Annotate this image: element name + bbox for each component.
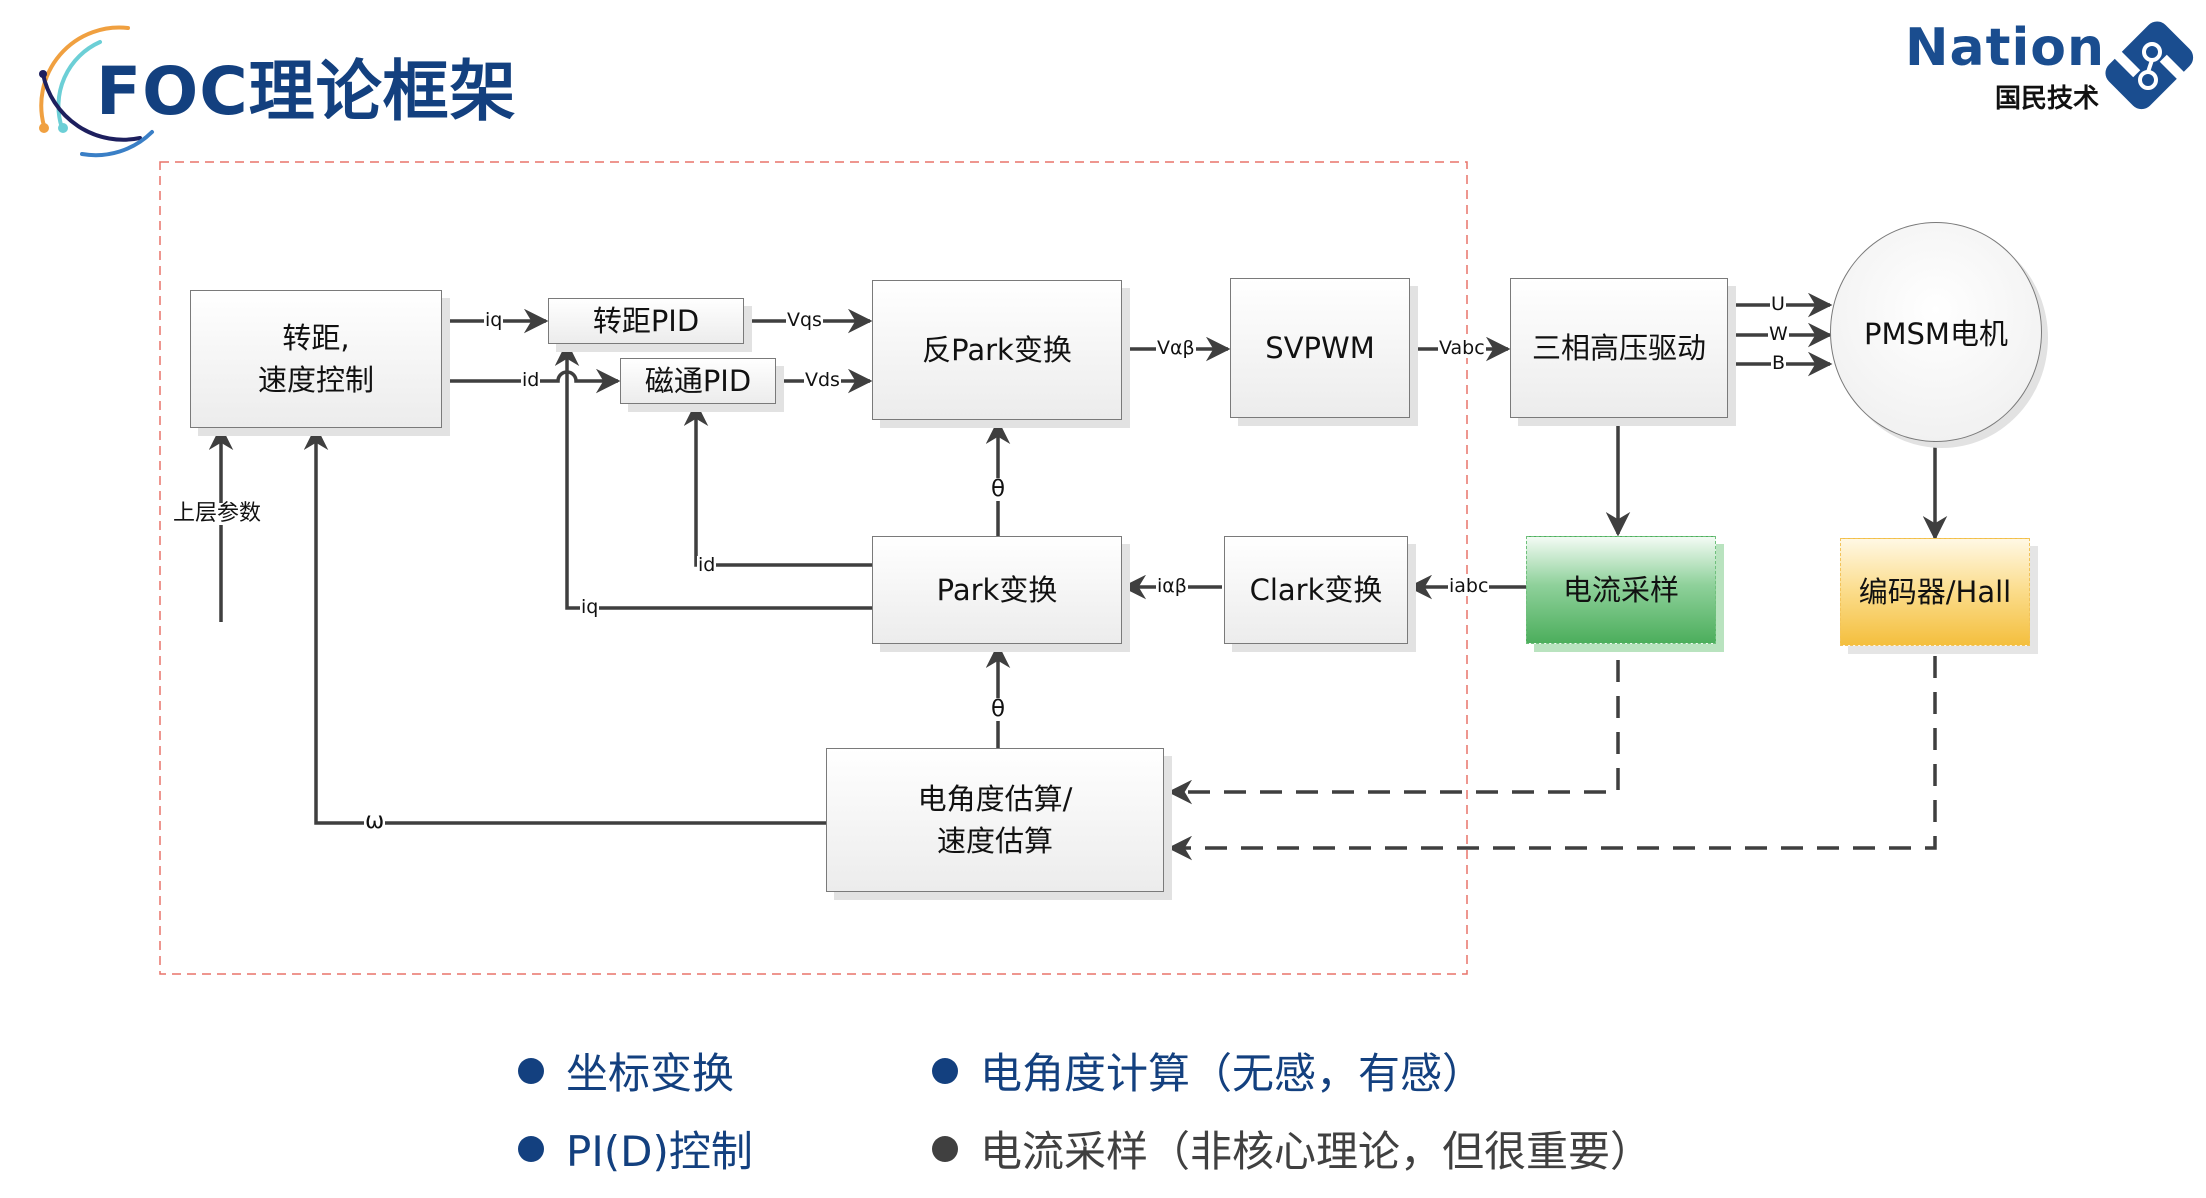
logo-brand-text: Nation bbox=[1905, 18, 2106, 78]
wire-sampling-to-estimator bbox=[1167, 660, 1620, 805]
page-title: FOC理论框架 bbox=[96, 53, 517, 130]
signal-phase-b: B bbox=[1771, 352, 1787, 374]
wire-omega bbox=[303, 425, 826, 825]
signal-phase-u: U bbox=[1770, 293, 1786, 315]
wire-id-feedback bbox=[683, 401, 872, 567]
block-pmsm-motor: PMSM电机 bbox=[1830, 222, 2042, 442]
bullet-coordinate-transform: 坐标变换 bbox=[518, 1040, 734, 1101]
block-park: Park变换 bbox=[872, 536, 1122, 644]
signal-id-ref: id bbox=[521, 369, 541, 391]
signal-iq-ref: iq bbox=[484, 309, 504, 331]
signal-omega: ω bbox=[364, 808, 386, 834]
wire-encoder-to-estimator bbox=[1167, 656, 1937, 861]
block-current-sampling: 电流采样 bbox=[1526, 536, 1716, 644]
title-decoration-arcs bbox=[39, 25, 154, 158]
bullet-current-sampling: 电流采样（非核心理论，但很重要） bbox=[932, 1118, 1652, 1179]
signal-v-alpha-beta: Vαβ bbox=[1156, 337, 1196, 359]
block-three-phase-driver: 三相高压驱动 bbox=[1510, 278, 1728, 418]
controller-boundary bbox=[159, 161, 1468, 975]
wire-iq-feedback bbox=[554, 341, 872, 610]
block-encoder-hall: 编码器/Hall bbox=[1840, 538, 2030, 646]
signal-i-abc: iabc bbox=[1448, 575, 1490, 597]
bullet-dot-icon bbox=[932, 1057, 958, 1084]
signal-upper-params: 上层参数 bbox=[172, 501, 263, 526]
signal-vqs: Vqs bbox=[786, 309, 823, 331]
block-angle-speed-estimator: 电角度估算/ 速度估算 bbox=[826, 748, 1164, 892]
bullet-pid-control: PI(D)控制 bbox=[518, 1118, 753, 1179]
signal-phase-w: W bbox=[1768, 323, 1789, 345]
nation-logo-icon bbox=[2105, 21, 2194, 110]
signal-id-feedback: id bbox=[697, 554, 717, 576]
signal-theta-park: θ bbox=[990, 696, 1007, 722]
block-svpwm: SVPWM bbox=[1230, 278, 1410, 418]
logo-subtitle: 国民技术 bbox=[1995, 84, 2100, 114]
signal-theta-inv-park: θ bbox=[990, 476, 1007, 502]
block-inverse-park: 反Park变换 bbox=[872, 280, 1122, 420]
bullet-dot-icon bbox=[518, 1057, 544, 1084]
block-flux-pid: 磁通PID bbox=[620, 358, 776, 404]
signal-i-alpha-beta: iαβ bbox=[1156, 575, 1188, 597]
block-torque-pid: 转距PID bbox=[548, 298, 744, 344]
signal-iq-feedback: iq bbox=[580, 596, 600, 618]
block-clark: Clark变换 bbox=[1224, 536, 1408, 644]
bullet-angle-calculation: 电角度计算（无感，有感） bbox=[932, 1040, 1484, 1101]
bullet-dot-icon bbox=[932, 1135, 958, 1162]
block-torque-speed-control: 转距, 速度控制 bbox=[190, 290, 442, 428]
signal-v-abc: Vabc bbox=[1438, 337, 1486, 359]
signal-vds: Vds bbox=[804, 369, 841, 391]
bullet-dot-icon bbox=[518, 1135, 544, 1162]
